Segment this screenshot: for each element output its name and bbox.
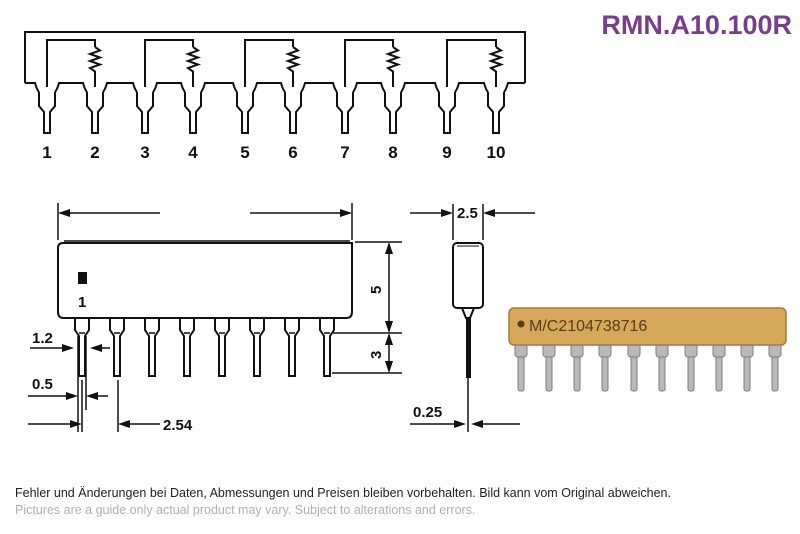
product-code-title: RMN.A10.100R xyxy=(601,10,792,40)
disclaimer-german: Fehler und Änderungen bei Daten, Abmessu… xyxy=(15,486,671,500)
lead-width-min-label: 0.5 xyxy=(32,376,53,393)
schematic-conductor xyxy=(446,39,497,87)
body-height-arrow-top xyxy=(385,242,393,254)
front-lead xyxy=(284,318,300,377)
lead-width-arrow-right xyxy=(90,344,102,352)
pin-number-label: 4 xyxy=(188,143,198,162)
lead-length-arrow-top xyxy=(385,333,393,345)
schematic-pin xyxy=(136,92,154,134)
lead-width-arrow-left xyxy=(62,344,74,352)
disclaimer-english: Pictures are a guide only actual product… xyxy=(15,503,476,517)
lead-thickness-label: 0.25 xyxy=(413,404,442,421)
schematic-resistor-symbol xyxy=(184,46,202,87)
resistor-network-drawing: 1 2 3 4 5 6 7 8 9 10 xyxy=(24,31,787,434)
lead-thin-arrow-right xyxy=(86,392,98,400)
thickness-arrow-right xyxy=(483,209,495,217)
schematic-resistor-symbol xyxy=(487,46,505,87)
pin-number-label: 10 xyxy=(487,143,506,162)
schematic-body-outline xyxy=(24,31,526,93)
front-lead xyxy=(214,318,230,377)
front-lead xyxy=(144,318,160,377)
pin1-marker-square xyxy=(78,272,87,284)
pin-number-label: 2 xyxy=(90,143,99,162)
schematic-resistor-symbol xyxy=(86,46,104,87)
front-lead xyxy=(249,318,265,377)
pin-number-label: 8 xyxy=(388,143,397,162)
pin-number-label: 1 xyxy=(42,143,51,162)
lead-thin-arrow-left xyxy=(66,392,78,400)
front-lead xyxy=(109,318,125,377)
schematic-pin-labels: 1 2 3 4 5 6 7 8 9 10 xyxy=(42,143,505,162)
front-view-leads xyxy=(74,318,335,432)
schematic-conductor xyxy=(344,39,394,87)
front-lead xyxy=(74,318,90,377)
schematic-resistor-symbol xyxy=(384,46,402,87)
schematic-diagram xyxy=(24,31,526,134)
schematic-pin xyxy=(438,92,456,134)
product-photo: M/C2104738716 xyxy=(508,307,787,392)
lead-thickness-arrow-right xyxy=(471,420,483,428)
schematic-top-rail xyxy=(24,31,526,83)
pitch-arrow-right xyxy=(118,420,130,428)
schematic-pin xyxy=(336,92,354,134)
front-body-outline xyxy=(57,242,353,319)
front-lead xyxy=(179,318,195,377)
schematic-bottom-edge xyxy=(25,82,525,93)
schematic-pins xyxy=(38,92,505,134)
side-view-drawing xyxy=(410,204,535,432)
front-view-drawing xyxy=(28,203,402,432)
side-lead xyxy=(466,318,471,378)
pin-number-label: 6 xyxy=(288,143,297,162)
schematic-pin xyxy=(86,92,104,134)
schematic-pin xyxy=(284,92,302,134)
photo-marking-text: M/C2104738716 xyxy=(529,318,647,335)
schematic-pin xyxy=(184,92,202,134)
pin-number-label: 5 xyxy=(240,143,249,162)
lead-width-max-label: 1.2 xyxy=(32,330,53,347)
photo-resistor-body xyxy=(508,307,787,346)
thickness-label: 2.5 xyxy=(457,205,478,222)
pin1-marker-label: 1 xyxy=(78,294,86,311)
schematic-pin xyxy=(487,92,505,134)
schematic-conductor xyxy=(244,39,294,87)
schematic-pin xyxy=(384,92,402,134)
length-arrow-right xyxy=(340,209,352,217)
front-lead xyxy=(319,318,335,377)
pin-number-label: 9 xyxy=(442,143,451,162)
pitch-arrow-left xyxy=(70,420,82,428)
length-arrow-left xyxy=(58,209,70,217)
thickness-arrow-left xyxy=(441,209,453,217)
schematic-resistor-symbol xyxy=(284,46,302,87)
side-lead-neck xyxy=(461,307,475,319)
pin-number-label: 7 xyxy=(340,143,349,162)
lead-length-label: 3 xyxy=(368,351,385,359)
body-height-label: 5 xyxy=(368,286,385,294)
schematic-resistors xyxy=(46,39,505,87)
pitch-label: 2.54 xyxy=(163,417,193,434)
schematic-pin xyxy=(38,92,56,134)
pin-number-label: 3 xyxy=(140,143,149,162)
photo-pin1-dot xyxy=(517,320,525,328)
lead-length-arrow-bottom xyxy=(385,361,393,373)
side-body-outline xyxy=(452,242,484,309)
schematic-conductor xyxy=(144,39,194,87)
lead-thickness-arrow-left xyxy=(454,420,466,428)
photo-leads xyxy=(514,342,782,392)
body-height-arrow-bottom xyxy=(385,321,393,333)
schematic-pin xyxy=(236,92,254,134)
schematic-conductor xyxy=(46,39,96,87)
